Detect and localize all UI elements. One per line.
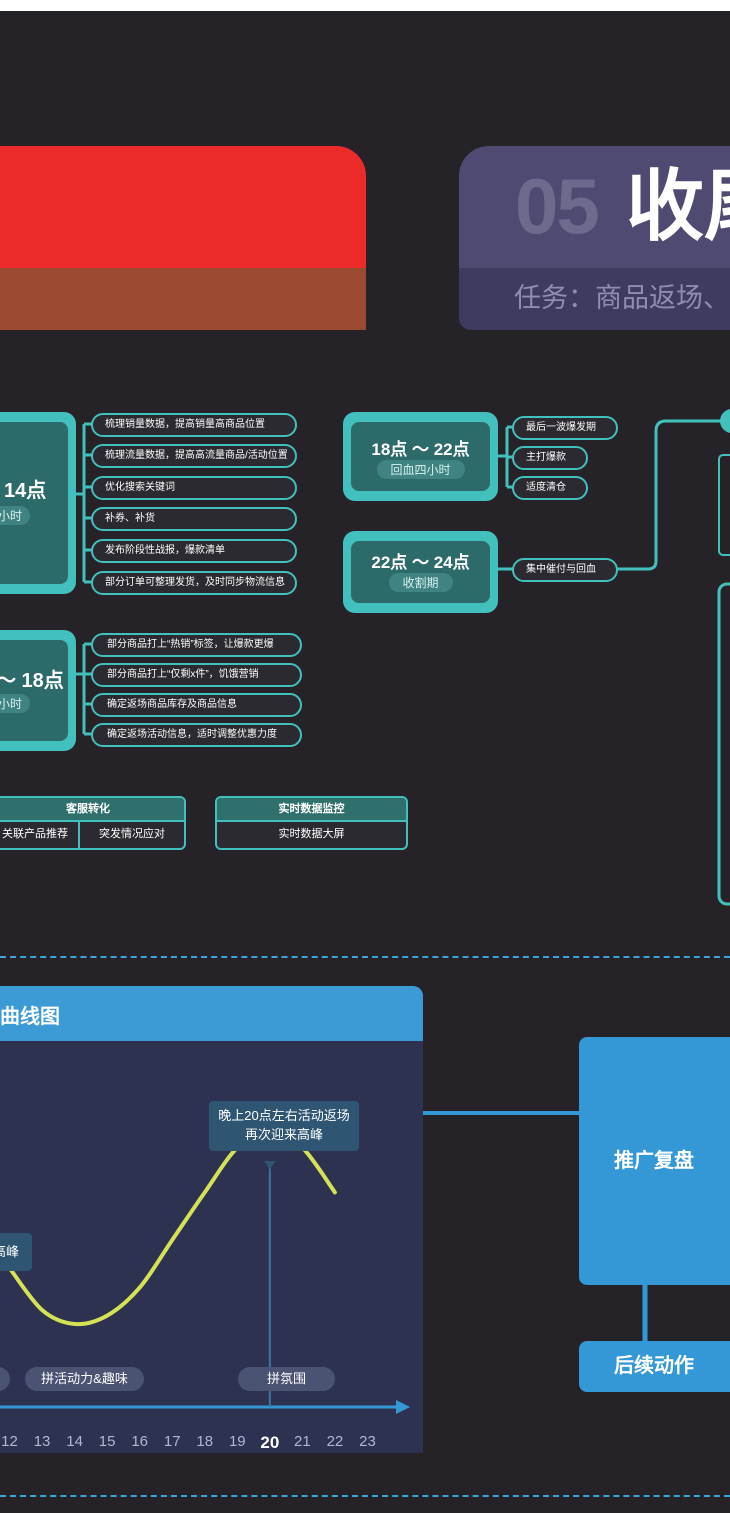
section-banner: [459, 146, 730, 268]
task-item: 梳理销量数据，提高销量高商品位置: [91, 413, 297, 437]
time-label: ～ 18点: [0, 670, 64, 692]
section-title: 收尾: [626, 162, 730, 250]
x-tick-label: 18: [196, 1433, 214, 1450]
time-sub: 回血四小时: [376, 460, 465, 479]
chart-panel-header: 曲线图: [0, 986, 423, 1041]
tool-title: 实时数据监控: [217, 798, 406, 822]
task-item: 确定返场商品库存及商品信息: [91, 693, 302, 717]
x-tick-label: 22: [326, 1433, 344, 1450]
time-sub: 收割期: [388, 573, 453, 592]
section-divider: [0, 1495, 730, 1497]
task-item: 部分订单可整理发货，及时同步物流信息: [91, 571, 297, 595]
tool-cell: 实时数据大屏: [278, 828, 345, 840]
x-tick-label: 14: [66, 1433, 83, 1450]
x-tick-label: 16: [131, 1433, 149, 1450]
phase-pill: 拼活动力&趣味: [25, 1367, 144, 1391]
data-monitor-box: 实时数据监控 实时数据大屏: [215, 796, 408, 850]
left-callout: 高峰: [0, 1233, 32, 1271]
section-divider: [0, 956, 730, 958]
promo-review-box: 推广复盘: [579, 1037, 730, 1285]
x-tick-label: 17: [163, 1433, 181, 1450]
tool-title: 客服转化: [0, 798, 184, 822]
time-label: 18点 ～ 22点: [371, 440, 470, 459]
time-sub: 小时: [0, 694, 31, 713]
task-item: 部分商品打上“仅剩x件”，饥饿营销: [91, 663, 302, 687]
canvas: 05 收尾 任务：商品返场、 14点 小时 ～ 18点 小时: [0, 11, 730, 1513]
chart-title: 曲线图: [0, 1006, 60, 1028]
section-number: 05: [515, 162, 600, 250]
time-box-22-24: 22点 ～ 24点 收割期: [343, 531, 498, 613]
x-tick-label: 21: [294, 1433, 311, 1450]
time-box-18-22: 18点 ～ 22点 回血四小时: [343, 412, 498, 501]
task-item: 部分商品打上“热销”标签，让爆款更爆: [91, 633, 302, 657]
x-tick-label: 13: [33, 1433, 51, 1450]
task-item: 补券、补货: [91, 507, 297, 531]
x-tick-label: 19: [228, 1433, 246, 1450]
time-box-18: ～ 18点 小时: [0, 630, 76, 751]
task-item: 主打爆款: [512, 446, 588, 470]
cell-divider: [78, 822, 80, 848]
phase-pill: [0, 1367, 10, 1391]
tool-cell: 关联产品推荐: [2, 828, 68, 840]
connector-lines: [75, 409, 730, 1343]
x-tick-label: 20: [260, 1433, 280, 1452]
time-box-14: 14点 小时: [0, 412, 76, 594]
section-task: 任务：商品返场、: [514, 283, 730, 313]
x-tick-label: 23: [359, 1433, 376, 1450]
peak-callout: 晚上20点左右活动返场 再次迎来高峰: [209, 1101, 359, 1151]
chart-panel: 曲线图 晚上20点左右活动返场 再次迎来高峰 高峰 拼活动力&趣味 拼氛围 12…: [0, 986, 423, 1453]
phase-pill: 拼氛围: [238, 1367, 335, 1391]
x-tick-label: 12: [1, 1433, 18, 1450]
task-item: 梳理流量数据，提高高流量商品/活动位置: [91, 444, 297, 468]
tool-cell: 突发情况应对: [99, 828, 165, 840]
task-item: 优化搜索关键词: [91, 476, 297, 500]
time-sub: 小时: [0, 506, 31, 525]
follow-up-box: 后续动作: [579, 1341, 730, 1392]
task-item: 最后一波爆发期: [512, 416, 618, 440]
time-label: 22点 ～ 24点: [371, 553, 470, 572]
tick-layer: 12 13 14 15 16 17 18 19 20 21 22 23: [0, 986, 423, 1453]
task-item: 适度清仓: [512, 476, 588, 500]
x-axis-arrow: [396, 1400, 410, 1414]
task-item: 发布阶段性战报，爆款清单: [91, 539, 297, 563]
red-banner-bottom: [0, 268, 366, 330]
customer-service-box: 客服转化 关联产品推荐 突发情况应对: [0, 796, 186, 850]
x-tick-label: 15: [98, 1433, 116, 1450]
section-task-bar: [459, 268, 730, 330]
time-label: 14点: [4, 480, 47, 502]
callout-pointer: [263, 1161, 276, 1169]
task-item: 集中催付与回血: [512, 558, 618, 582]
task-item: 确定返场活动信息，适时调整优惠力度: [91, 723, 302, 747]
red-banner-top: [0, 146, 366, 268]
